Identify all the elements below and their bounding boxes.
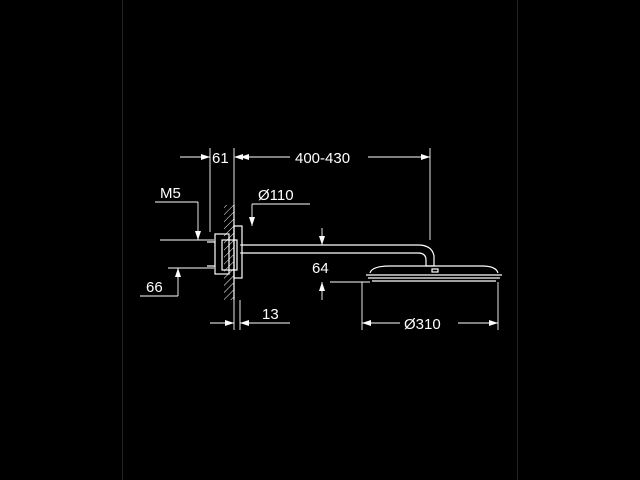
shower-head xyxy=(366,265,502,282)
dim-flange-depth: 13 xyxy=(262,306,279,323)
dim-head-diameter: Ø310 xyxy=(404,316,441,333)
dim-flange-diameter: Ø110 xyxy=(258,187,294,204)
extension-lines xyxy=(160,148,499,330)
dim-wall-offset: 61 xyxy=(212,150,229,167)
dim-arm-height: 64 xyxy=(312,260,329,277)
dim-arm-length: 400-430 xyxy=(295,150,350,167)
wall-flange xyxy=(207,225,243,279)
dim-thread: M5 xyxy=(160,185,181,202)
dim-flange-height: 66 xyxy=(146,279,163,296)
drawing-frame xyxy=(122,0,518,480)
dimension-labels: 61 400-430 M5 Ø110 64 66 13 Ø310 xyxy=(146,150,441,333)
dimension-arrows xyxy=(175,154,498,326)
shower-arm xyxy=(242,244,435,267)
